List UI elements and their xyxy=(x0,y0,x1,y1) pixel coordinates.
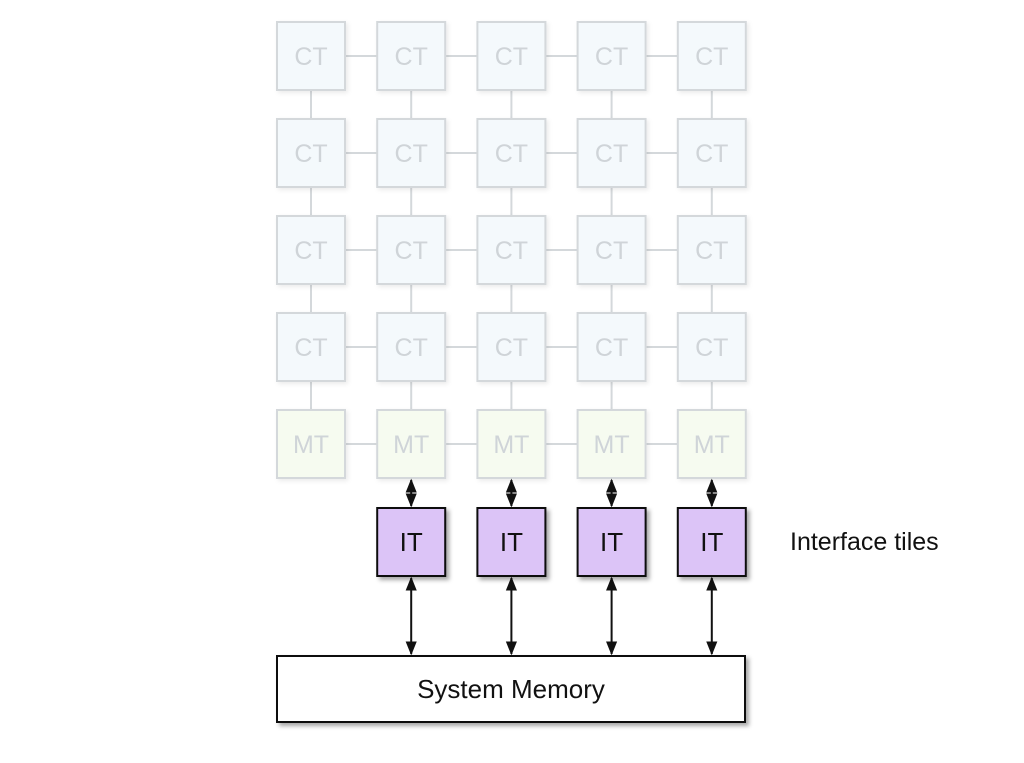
interface-tile-row: IT IT IT IT xyxy=(376,507,747,577)
compute-tile: CT xyxy=(576,118,647,188)
interface-tile-label: IT xyxy=(400,527,423,557)
tile-grid: CT CT CT CT CT CT CT CT CT CT CT CT CT CT CT CT CT CT CT CT… xyxy=(276,21,747,479)
compute-tile-box xyxy=(276,21,346,91)
interface-arrows xyxy=(405,478,718,656)
interface-tile: IT xyxy=(476,507,547,577)
compute-tile-label: CT xyxy=(294,334,327,362)
compute-tile: CT xyxy=(376,21,447,91)
compute-tile-box xyxy=(576,215,647,285)
compute-tile-box xyxy=(576,312,647,382)
memory-tile: MT xyxy=(676,409,747,479)
compute-tile-label: CT xyxy=(595,334,628,362)
compute-tile-box xyxy=(476,118,547,188)
memory-tile-label: MT xyxy=(493,431,529,459)
compute-tile-label: CT xyxy=(294,140,327,168)
interface-tiles-caption: Interface tiles xyxy=(790,528,939,556)
compute-tile: CT xyxy=(276,312,346,382)
interface-tile-box xyxy=(676,507,747,577)
compute-tile: CT xyxy=(276,118,346,188)
compute-tile-label: CT xyxy=(495,237,528,265)
compute-tile-box xyxy=(276,118,346,188)
compute-tile-box xyxy=(376,118,447,188)
compute-tile-box xyxy=(476,312,547,382)
memory-tile-label: MT xyxy=(393,431,429,459)
compute-tile-box xyxy=(376,21,447,91)
memory-tile-label: MT xyxy=(594,431,630,459)
compute-tile-box xyxy=(376,312,447,382)
memory-tile: MT xyxy=(576,409,647,479)
compute-tile-box xyxy=(576,118,647,188)
compute-tile: CT xyxy=(276,21,346,91)
compute-tile: CT xyxy=(376,118,447,188)
compute-tile-box xyxy=(476,21,547,91)
compute-tile-label: CT xyxy=(495,334,528,362)
interface-tile: IT xyxy=(676,507,747,577)
interface-tile-box xyxy=(476,507,547,577)
interface-tile-label: IT xyxy=(500,527,523,557)
compute-tile-label: CT xyxy=(695,140,728,168)
compute-tile-box xyxy=(676,118,747,188)
interface-tile-label: IT xyxy=(700,527,723,557)
compute-tile: CT xyxy=(476,21,547,91)
compute-tile-label: CT xyxy=(695,43,728,71)
memory-tile-box xyxy=(676,409,747,479)
memory-tile-box xyxy=(476,409,547,479)
compute-tile: CT xyxy=(676,118,747,188)
compute-tile: CT xyxy=(476,215,547,285)
memory-tile: MT xyxy=(476,409,547,479)
compute-tile-box xyxy=(476,215,547,285)
compute-tile-label: CT xyxy=(595,140,628,168)
memory-tile-label: MT xyxy=(694,431,730,459)
compute-tile: CT xyxy=(276,215,346,285)
compute-tile-label: CT xyxy=(395,43,428,71)
compute-tile: CT xyxy=(476,118,547,188)
system-memory-label: System Memory xyxy=(417,674,605,704)
compute-tile-label: CT xyxy=(294,43,327,71)
compute-tile-box xyxy=(376,215,447,285)
compute-tile-label: CT xyxy=(395,140,428,168)
compute-tile-label: CT xyxy=(595,237,628,265)
compute-tile-label: CT xyxy=(495,43,528,71)
interface-tile-label: IT xyxy=(600,527,623,557)
memory-tile: MT xyxy=(376,409,447,479)
interface-tile-box xyxy=(576,507,647,577)
compute-tile-box xyxy=(676,215,747,285)
compute-tile-box xyxy=(276,312,346,382)
compute-tile-box xyxy=(676,312,747,382)
compute-tile-label: CT xyxy=(695,334,728,362)
interface-tile-box xyxy=(376,507,447,577)
compute-tile: CT xyxy=(376,312,447,382)
interface-tile: IT xyxy=(576,507,647,577)
compute-tile-box xyxy=(276,215,346,285)
compute-tile: CT xyxy=(576,21,647,91)
mesh-interconnect-lines xyxy=(310,55,713,445)
compute-tile-box xyxy=(576,21,647,91)
compute-tile: CT xyxy=(676,215,747,285)
system-memory-rect xyxy=(276,655,746,723)
compute-tile: CT xyxy=(676,21,747,91)
system-memory-box: System Memory xyxy=(276,655,746,723)
memory-tile-label: MT xyxy=(293,431,329,459)
compute-tile: CT xyxy=(576,215,647,285)
memory-tile-box xyxy=(276,409,346,479)
interface-tile: IT xyxy=(376,507,447,577)
compute-tile-label: CT xyxy=(595,43,628,71)
compute-tile-label: CT xyxy=(495,140,528,168)
compute-tile-box xyxy=(676,21,747,91)
memory-tile: MT xyxy=(276,409,346,479)
compute-tile: CT xyxy=(476,312,547,382)
compute-tile: CT xyxy=(676,312,747,382)
compute-tile-label: CT xyxy=(395,237,428,265)
memory-tile-box xyxy=(376,409,447,479)
compute-tile: CT xyxy=(576,312,647,382)
memory-tile-box xyxy=(576,409,647,479)
compute-tile-label: CT xyxy=(395,334,428,362)
compute-tile-label: CT xyxy=(294,237,327,265)
compute-tile-label: CT xyxy=(695,237,728,265)
compute-tile: CT xyxy=(376,215,447,285)
